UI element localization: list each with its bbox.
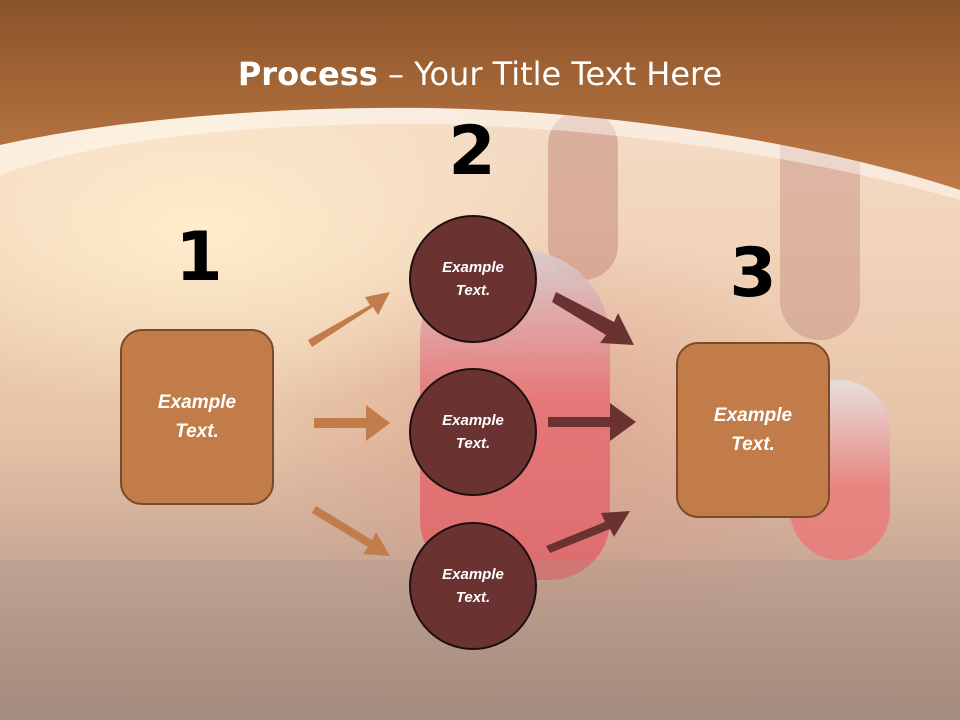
title-rest: – Your Title Text Here [377, 55, 723, 93]
step-2-circle-1: Example Text. [409, 215, 537, 343]
circle-text-line: Text. [455, 589, 491, 606]
circle-text-line: Example [442, 412, 504, 429]
circle-text-line: Example [442, 566, 504, 583]
title-bold: Process [237, 55, 378, 93]
runner-leg-decoration [548, 110, 618, 280]
box-text-line: Text. [731, 434, 775, 455]
circle-text-line: Example [442, 259, 504, 276]
arrow-from-circle-2 [548, 403, 636, 441]
arrow-to-circle-3 [312, 506, 390, 556]
box-text-line: Example [157, 392, 237, 413]
circle-text-line: Text. [455, 435, 491, 452]
arrow-to-circle-2 [314, 405, 390, 441]
step-number-3: 3 [729, 234, 777, 313]
step-2-circle-2: Example Text. [409, 368, 537, 496]
step-number-2: 2 [448, 112, 496, 191]
box-text-line: Example [713, 405, 793, 426]
step-1-box: Example Text. [120, 329, 274, 505]
arrow-from-circle-1 [552, 292, 634, 345]
slide-title: Process – Your Title Text Here [0, 52, 960, 96]
step-2-circle-3: Example Text. [409, 522, 537, 650]
header-wave-highlight [0, 107, 960, 200]
right-arrows [546, 292, 636, 553]
header-banner [0, 0, 960, 200]
arrow-from-circle-3 [546, 511, 630, 553]
header-wave [0, 0, 960, 190]
circle-text-line: Text. [455, 282, 491, 299]
step-3-box: Example Text. [676, 342, 830, 518]
box-text-line: Text. [175, 421, 219, 442]
left-arrows [308, 292, 390, 556]
arrow-to-circle-1 [308, 292, 390, 347]
step-number-1: 1 [175, 218, 223, 297]
